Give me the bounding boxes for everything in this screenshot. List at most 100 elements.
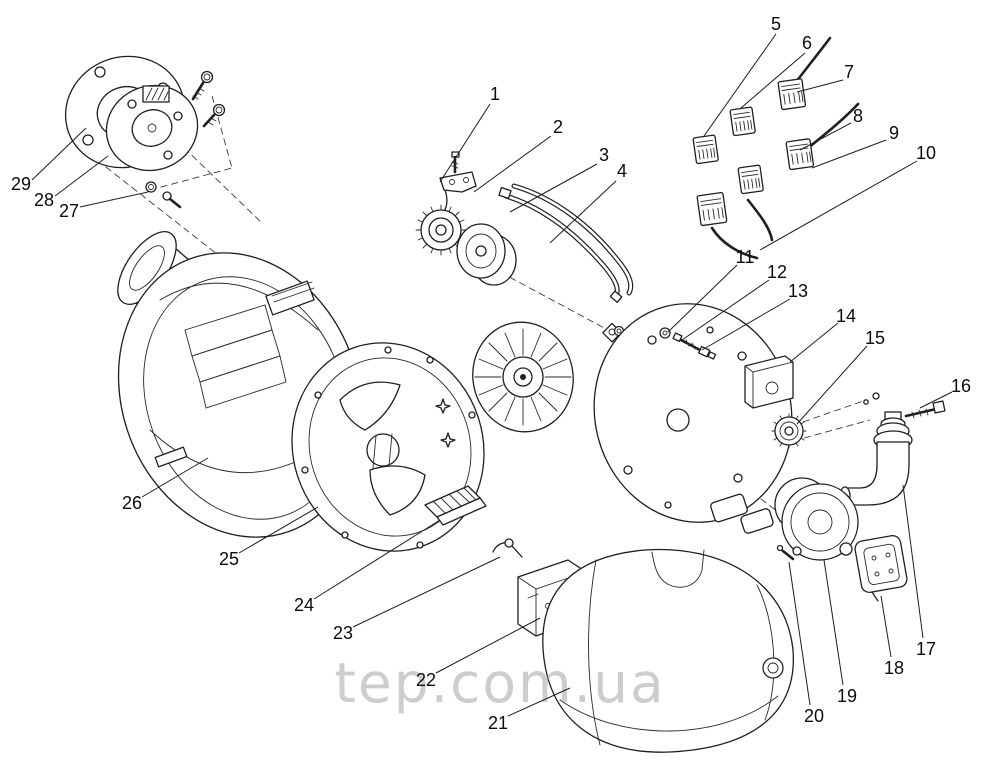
callout-28: 28 [34, 155, 109, 210]
part-number-15: 15 [865, 328, 885, 348]
pressure-switch [854, 535, 908, 602]
leader-line-8 [799, 122, 852, 151]
connector-8 [737, 164, 764, 195]
part-number-4: 4 [617, 161, 627, 181]
part-number-16: 16 [951, 376, 971, 396]
callout-18: 18 [880, 595, 904, 678]
ignition-electrode-assembly [415, 151, 517, 286]
part-number-12: 12 [767, 262, 787, 282]
damper-plates [424, 485, 487, 526]
callout-19: 19 [823, 559, 857, 706]
part-number-7: 7 [844, 62, 854, 82]
part-number-25: 25 [219, 549, 239, 569]
callout-2: 2 [473, 117, 563, 193]
leader-line-17 [902, 484, 924, 639]
elbow-pipe-assembly [839, 392, 946, 506]
part-number-13: 13 [788, 281, 808, 301]
callout-13: 13 [701, 281, 808, 351]
fuel-tubes [498, 183, 634, 303]
leader-line-2 [473, 135, 552, 193]
connector-6 [729, 106, 756, 137]
leader-line-3 [509, 163, 598, 213]
pump-coupling [710, 493, 774, 534]
callout-4: 4 [549, 161, 627, 244]
part-number-17: 17 [916, 639, 936, 659]
callout-22: 22 [416, 617, 541, 690]
leader-line-15 [796, 345, 868, 425]
flange-screws [145, 70, 226, 209]
control-box [744, 355, 794, 409]
part-number-10: 10 [916, 143, 936, 163]
part-number-26: 26 [122, 493, 142, 513]
part-number-11: 11 [736, 247, 755, 267]
watermark-text: tep.com.ua [334, 651, 665, 715]
leader-line-9 [811, 139, 887, 169]
callout-17: 17 [902, 484, 936, 659]
callout-10: 10 [759, 143, 936, 251]
leader-line-18 [880, 595, 892, 658]
connector-7 [777, 78, 807, 111]
flame-tube-ring [456, 223, 517, 286]
leader-line-4 [549, 180, 617, 244]
leader-line-7 [796, 79, 844, 93]
connector-10 [696, 191, 728, 227]
leader-line-28 [54, 155, 109, 197]
leader-line-6 [740, 52, 806, 109]
leader-line-11 [667, 264, 738, 333]
adjustment-wheel [771, 413, 807, 449]
leader-line-20 [788, 561, 811, 706]
backplate-fittings [659, 327, 717, 360]
part-number-20: 20 [804, 706, 824, 726]
connector-group [692, 36, 860, 260]
callout-15: 15 [796, 328, 885, 425]
pump-screws [776, 544, 795, 561]
part-number-27: 27 [59, 201, 79, 221]
callout-11: 11 [667, 247, 755, 333]
callout-5: 5 [703, 14, 781, 137]
callout-layer: 1234567891011121314151617181920212223242… [11, 14, 971, 733]
connector-5 [692, 134, 719, 165]
backplate [593, 303, 793, 523]
burner-cover [542, 548, 794, 753]
part-number-24: 24 [294, 595, 314, 615]
callout-29: 29 [11, 127, 87, 194]
fan-plate [291, 342, 485, 552]
part-number-6: 6 [802, 33, 812, 53]
part-number-23: 23 [333, 623, 353, 643]
callout-20: 20 [788, 561, 824, 726]
part-number-9: 9 [889, 123, 899, 143]
callout-12: 12 [681, 262, 787, 341]
part-number-28: 28 [34, 190, 54, 210]
part-number-3: 3 [599, 145, 609, 165]
part-number-18: 18 [884, 658, 904, 678]
leader-line-24 [313, 519, 441, 600]
callout-8: 8 [799, 106, 863, 151]
leader-line-16 [919, 391, 953, 409]
part-number-29: 29 [11, 174, 31, 194]
part-number-1: 1 [490, 84, 500, 104]
mounting-flange-assembly [64, 55, 226, 209]
leader-line-13 [701, 298, 791, 351]
leader-line-27 [79, 191, 149, 208]
callout-9: 9 [811, 123, 899, 169]
leader-line-22 [435, 617, 541, 674]
callout-24: 24 [294, 519, 441, 615]
callout-16: 16 [919, 376, 971, 409]
part-number-2: 2 [553, 117, 563, 137]
fan-impeller [472, 321, 574, 433]
leader-line-10 [759, 160, 918, 251]
callout-21: 21 [488, 687, 571, 733]
leader-line-29 [31, 127, 87, 181]
part-number-19: 19 [837, 686, 857, 706]
callout-23: 23 [333, 556, 501, 643]
part-number-14: 14 [836, 306, 856, 326]
flange-terminal-block [142, 85, 170, 103]
leader-line-23 [352, 556, 501, 628]
callout-25: 25 [219, 506, 319, 569]
part-number-21: 21 [488, 713, 508, 733]
leader-line-25 [238, 506, 319, 554]
leader-line-26 [141, 457, 209, 498]
callout-14: 14 [789, 306, 856, 363]
